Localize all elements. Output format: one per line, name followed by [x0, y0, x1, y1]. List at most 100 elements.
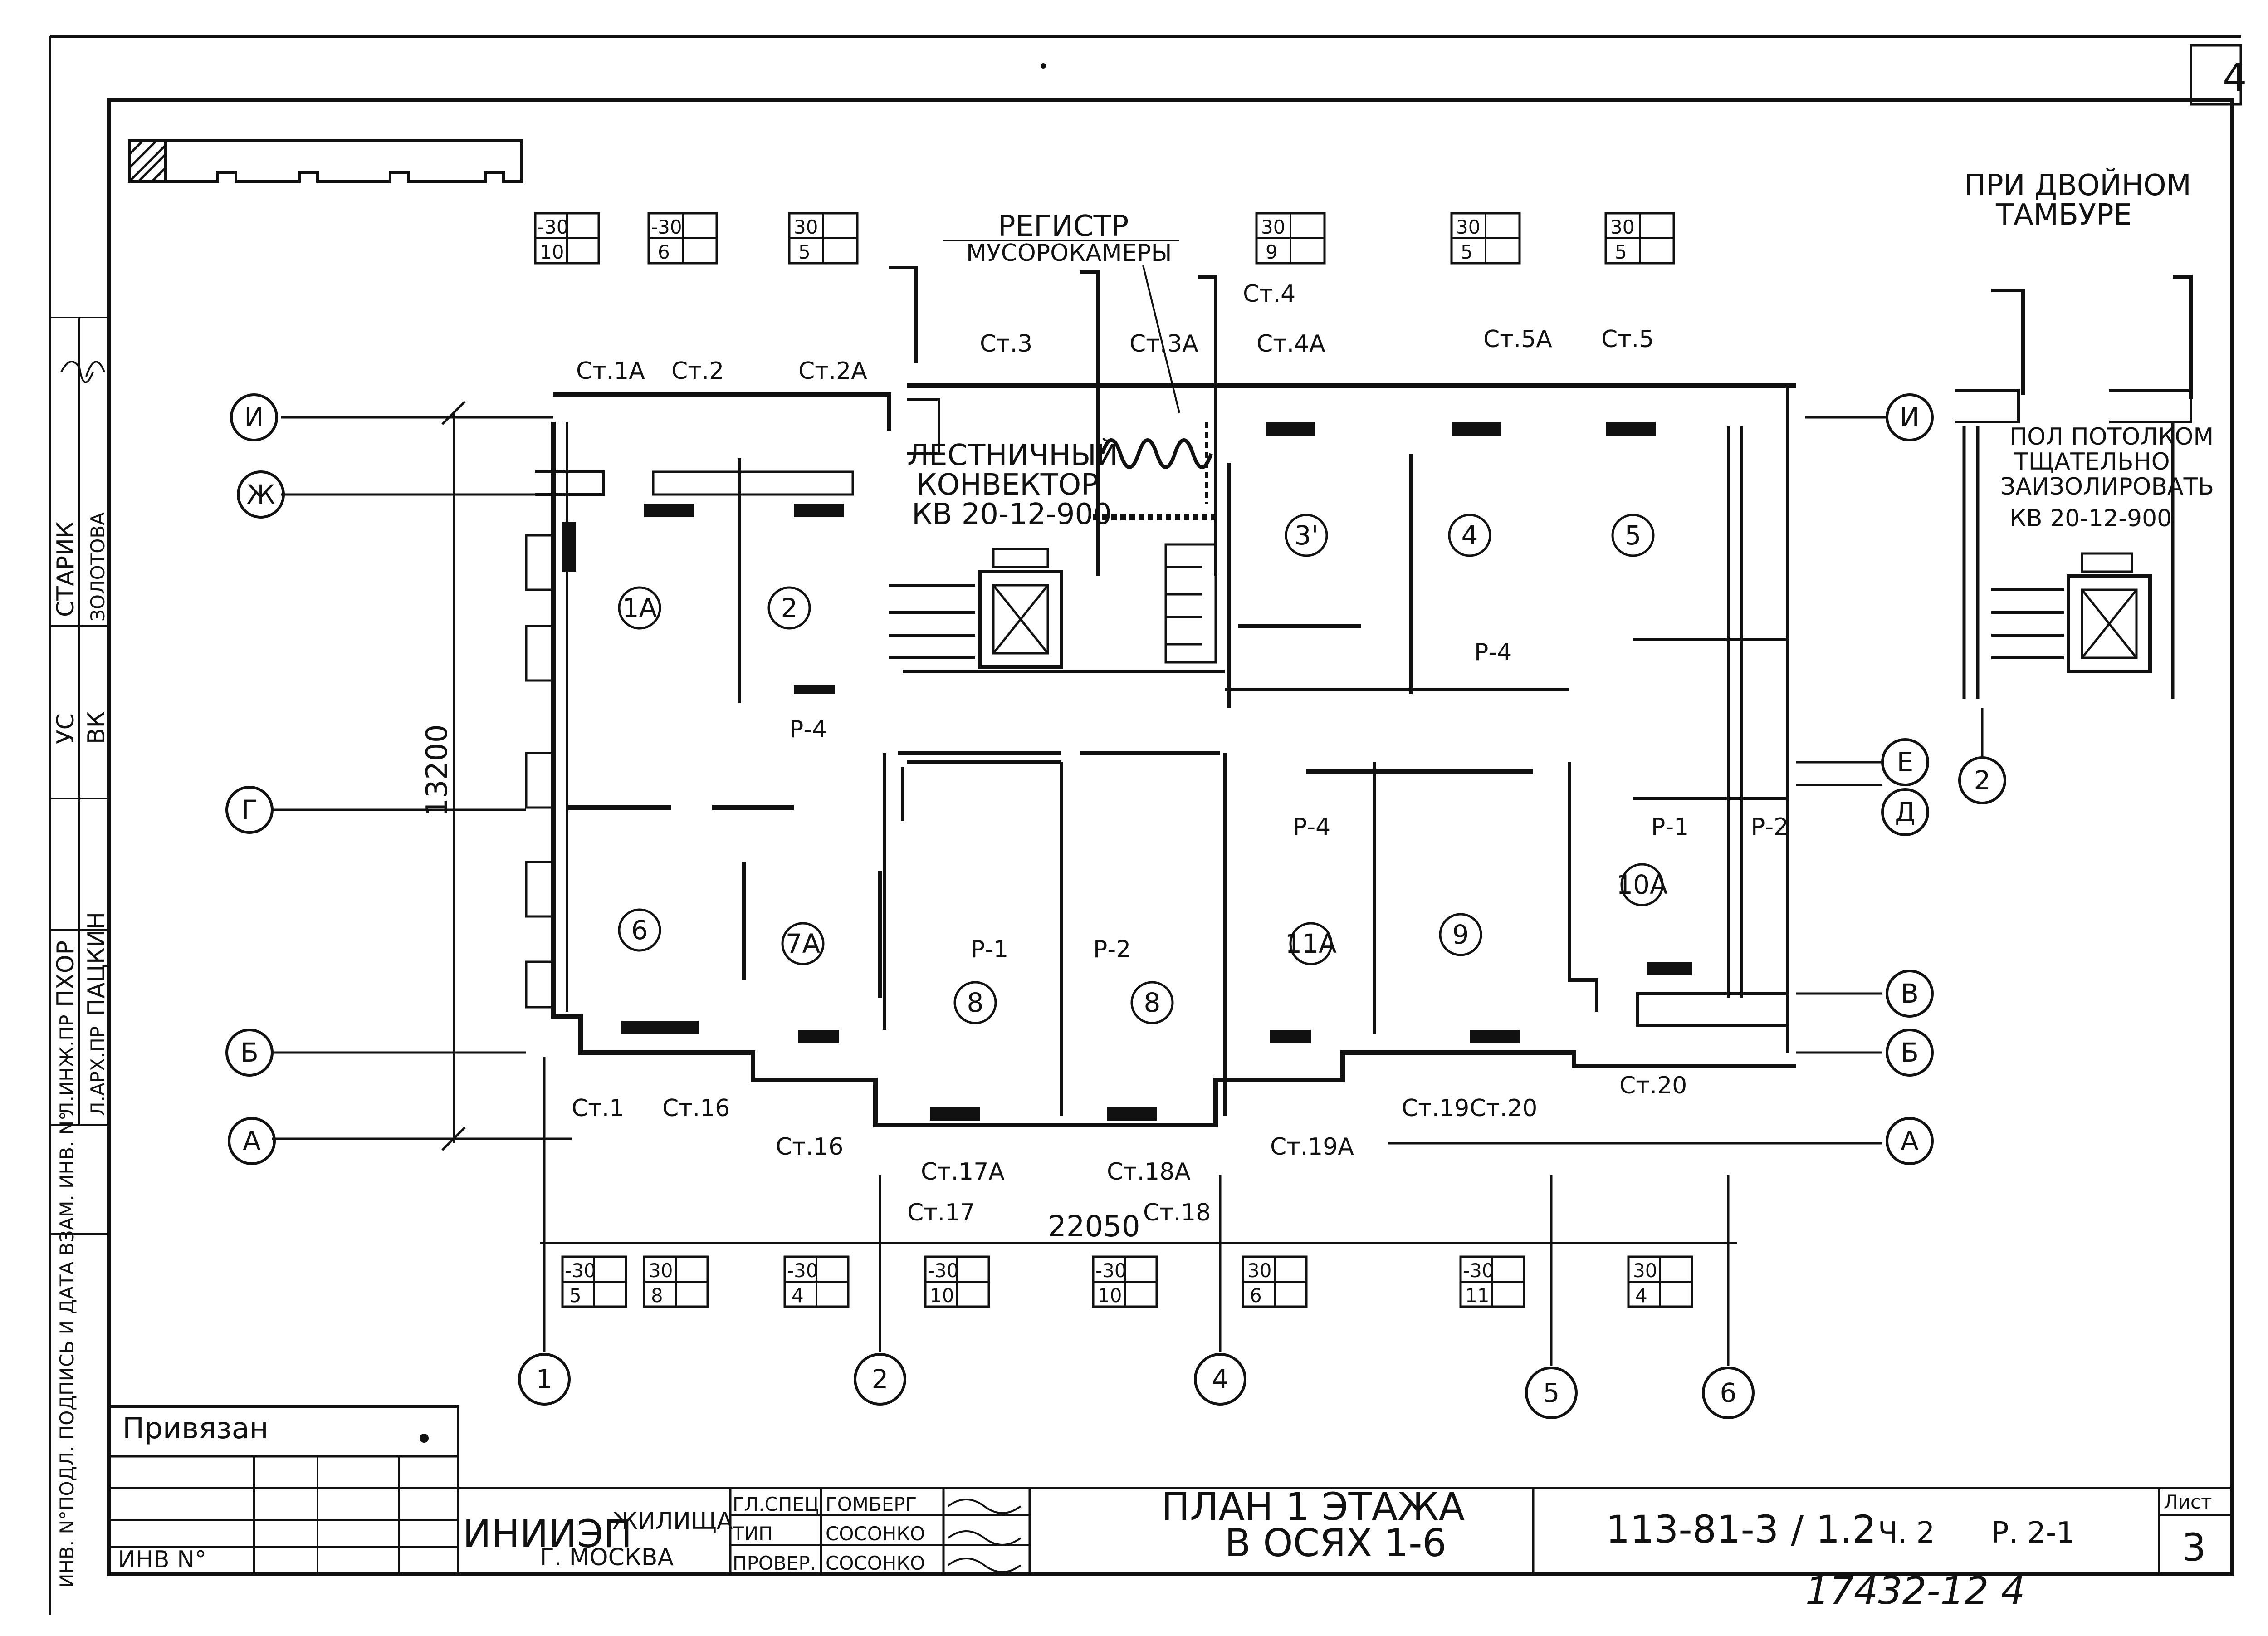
role-gl-spec: ГЛ.СПЕЦ	[733, 1493, 819, 1515]
svg-text:Б: Б	[1901, 1037, 1919, 1068]
heat-tag-bottom-2-a: 30	[649, 1259, 673, 1282]
insulate-line3: ЗАИЗОЛИРОВАТЬ	[2000, 473, 2214, 500]
axis-bubble-E: Е	[1881, 738, 1929, 786]
sheet-number: 3	[2182, 1525, 2206, 1570]
inset-double-vestibule: ПОЛ ПОТОЛКОМ ТЩАТЕЛЬНО ЗАИЗОЛИРОВАТЬ КВ …	[1955, 275, 2214, 699]
axis-bubble-A-left: А	[228, 1117, 276, 1165]
axis-bubble-1: 1	[518, 1353, 571, 1406]
sheet-frame: 4	[49, 35, 2247, 1615]
grid-axes	[272, 416, 1984, 1366]
riser-st16-a: Ст.16	[662, 1095, 730, 1122]
svg-text:10А: 10А	[1616, 869, 1668, 900]
svg-text:И: И	[1900, 402, 1919, 433]
svg-text:Б: Б	[240, 1037, 259, 1068]
regulator-r4-c: Р-4	[1293, 813, 1330, 841]
heat-tag-bottom-2-b: 8	[651, 1284, 663, 1307]
org-logo: ИНИИЭП	[463, 1512, 632, 1556]
stamp-name-phor: ПХОР	[52, 940, 79, 1007]
insulate-line1: ПОЛ ПОТОЛКОМ	[2009, 423, 2214, 451]
riser-st20-b: Ст.20	[1619, 1072, 1687, 1099]
role-tip: ТИП	[732, 1523, 773, 1545]
svg-text:А: А	[1901, 1126, 1919, 1156]
heat-tags-top: -30 10 -30 6 30 5 30 9 30 5	[534, 212, 1675, 265]
attached-box: Привязан ИНВ N°	[108, 1405, 459, 1576]
left-stamp: УС ВК Л.ИНЖ.ПР Л.АРХ.ПР СТАРИК ЗОЛОТОВА …	[50, 317, 110, 1588]
riser-labels-top: Ст.1А Ст.2 Ст.2А Ст.3 Ст.3А Ст.4 Ст.4А С…	[576, 280, 1654, 385]
axis-bubble-I: И	[230, 393, 278, 441]
svg-text:2: 2	[1974, 765, 1991, 796]
heat-tag-top-5-a: 30	[1456, 216, 1480, 238]
room-11A: 11А	[1285, 922, 1337, 965]
riser-st17A: Ст.17А	[921, 1158, 1005, 1185]
riser-st17: Ст.17	[907, 1199, 975, 1226]
heat-tag-bottom-5-a: -30	[1095, 1259, 1127, 1282]
heat-tag-bottom-8-b: 4	[1635, 1284, 1647, 1307]
axis-bubble-4: 4	[1194, 1353, 1246, 1406]
building-walls	[525, 266, 1796, 1127]
wall-legend-icon	[128, 139, 523, 183]
part-label: Ч. 2	[1878, 1516, 1935, 1550]
stamp-name-starik: СТАРИК	[52, 521, 79, 617]
riser-st20-a: Ст.20	[1470, 1095, 1537, 1122]
svg-text:1: 1	[536, 1364, 553, 1395]
room-1A: 1А	[618, 586, 661, 630]
heat-tag-top-6-b: 5	[1615, 241, 1627, 263]
org-dept: ЖИЛИЩА	[612, 1508, 733, 1535]
heat-tag-bottom-7-a: -30	[1463, 1259, 1494, 1282]
heat-tag-bottom-3-a: -30	[787, 1259, 818, 1282]
stamp-name-zolotova: ЗОЛОТОВА	[87, 512, 109, 622]
riser-st1A: Ст.1А	[576, 358, 645, 385]
stamp-name-patskin: ПАЦКИН	[83, 912, 110, 1016]
axis-bubble-inset-2: 2	[1958, 756, 2006, 804]
riser-st2A: Ст.2А	[798, 358, 867, 385]
insulate-model: КВ 20-12-900	[2009, 505, 2172, 532]
axis-bubble-G: Г	[225, 786, 274, 834]
room-8-right: 8	[1130, 981, 1174, 1024]
regulator-r1-b: Р-1	[1651, 813, 1689, 841]
archive-number: 17432-12 4	[1805, 1568, 2025, 1613]
stair-elevator-core	[889, 422, 1217, 669]
axis-bubbles: И Ж Г Б А И Е Д В Б А 1 2 4 5 6 2	[225, 393, 2006, 1419]
section-label: Р. 2-1	[1991, 1516, 2075, 1550]
regulator-r2-b: Р-2	[1751, 813, 1789, 841]
regulator-r1-a: Р-1	[971, 936, 1008, 963]
riser-st5: Ст.5	[1601, 326, 1654, 353]
axis-bubble-Zh: Ж	[237, 470, 285, 519]
stair-convector-model: КВ 20-12-900	[912, 498, 1112, 531]
room-8-left: 8	[953, 981, 997, 1024]
axis-bubble-5: 5	[1525, 1367, 1578, 1419]
heat-tag-bottom-7-b: 11	[1465, 1284, 1489, 1307]
register-subtitle: МУСОРОКАМЕРЫ	[966, 240, 1172, 267]
inv-label: ИНВ N°	[118, 1546, 206, 1573]
svg-text:9: 9	[1452, 919, 1469, 950]
heat-tag-bottom-1-a: -30	[565, 1259, 596, 1282]
axis-bubble-I-right: И	[1886, 393, 1934, 441]
heat-tag-top-2-a: -30	[651, 216, 682, 238]
heat-tag-bottom-6-a: 30	[1247, 1259, 1271, 1282]
axis-bubble-B-right: Б	[1886, 1029, 1934, 1077]
riser-st4: Ст.4	[1243, 280, 1295, 308]
svg-text:И: И	[244, 402, 264, 433]
stair-convector-line1: ЛЕСТНИЧНЫЙ	[907, 438, 1118, 472]
svg-text:Д: Д	[1895, 797, 1915, 828]
heat-tag-top-4-b: 9	[1266, 241, 1278, 263]
svg-text:Г: Г	[241, 794, 257, 825]
heat-tag-bottom-4-b: 10	[930, 1284, 954, 1307]
room-9: 9	[1439, 913, 1482, 956]
stamp-vertical-caption: ИНВ. N°ПОДЛ. ПОДПИСЬ И ДАТА ВЗАМ. ИНВ. N…	[56, 1111, 78, 1588]
insulate-line2: ТЩАТЕЛЬНО	[2014, 448, 2170, 475]
register-title: РЕГИСТР	[998, 210, 1129, 243]
svg-text:8: 8	[967, 987, 984, 1018]
axis-bubble-A-right: А	[1886, 1117, 1934, 1165]
axis-bubble-2: 2	[854, 1353, 906, 1406]
svg-text:8: 8	[1144, 987, 1161, 1018]
room-6: 6	[618, 908, 661, 952]
svg-text:Е: Е	[1897, 747, 1914, 778]
radiators	[562, 422, 1692, 1121]
regulator-r4-a: Р-4	[789, 716, 827, 743]
title-block: ИНИИЭП ЖИЛИЩА Г. МОСКВА ГЛ.СПЕЦ ТИП ПРОВ…	[458, 1484, 2232, 1613]
project-code: 113-81-3 / 1.2	[1606, 1507, 1877, 1552]
svg-text:6: 6	[1720, 1377, 1737, 1408]
